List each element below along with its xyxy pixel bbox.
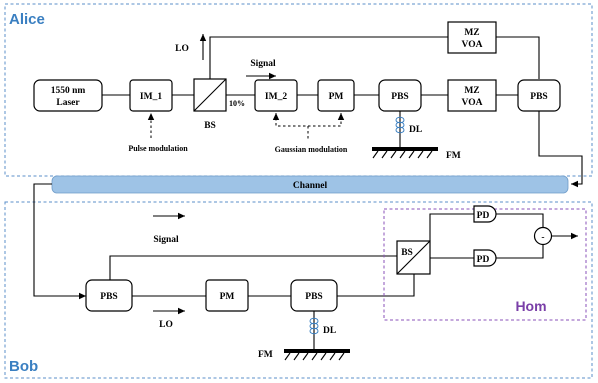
im1-label: IM_1 [140, 92, 162, 102]
bs-ratio-label: 10% [229, 99, 245, 108]
bob-fm-label: FM [258, 350, 273, 360]
bob-pbs-left-box: PBS [85, 279, 133, 312]
bob-dl-label: DL [323, 326, 336, 336]
bob-bs [396, 240, 431, 275]
alice-fm-label: FM [446, 151, 461, 161]
alice-title: Alice [9, 11, 45, 28]
alice-coil-icon [395, 116, 405, 134]
bob-pbs-mid-label: PBS [305, 292, 322, 302]
alice-pm-label: PM [329, 92, 344, 102]
bob-bs-label: BS [401, 248, 413, 258]
bob-pm-box: PM [205, 279, 249, 312]
im1-box: IM_1 [129, 79, 173, 112]
alice-pbs1-label: PBS [391, 92, 408, 102]
pd-top-label: PD [477, 211, 490, 221]
bob-lo-path [337, 274, 415, 297]
subtractor: - [533, 226, 553, 246]
bob-pbs-mid-box: PBS [290, 279, 338, 312]
alice-lo-label: LO [175, 44, 189, 54]
alice-pm-box: PM [317, 79, 355, 112]
mz-bottom-line1: MZ [464, 86, 479, 96]
subtractor-sign: - [541, 233, 544, 243]
mz-bottom-line2: VOA [462, 98, 483, 108]
laser-box: 1550 nm Laser [33, 79, 103, 112]
gauss-mod-connector [275, 113, 342, 127]
mz-top-to-pbs2-path [496, 36, 540, 79]
mz-voa-bottom-box: MZ VOA [447, 79, 497, 112]
pd-top-detector: PD [473, 205, 497, 223]
alice-pbs1-box: PBS [378, 79, 422, 112]
pulse-mod-label: Pulse modulation [128, 144, 188, 153]
bob-region [4, 201, 593, 379]
hom-title: Hom [515, 298, 546, 314]
mz-voa-top-box: MZ VOA [447, 21, 497, 54]
channel-label: Channel [293, 181, 328, 191]
bob-title: Bob [9, 358, 38, 375]
alice-output-path [538, 111, 583, 188]
alice-signal-label: Signal [250, 59, 276, 69]
alice-pbs2-box: PBS [517, 79, 561, 112]
alice-dl-label: DL [409, 125, 422, 135]
pd-bottom-label: PD [477, 255, 490, 265]
laser-label-line2: Laser [56, 98, 80, 108]
bob-pm-label: PM [220, 292, 235, 302]
bob-signal-path [109, 255, 397, 280]
im2-box: IM_2 [254, 79, 298, 112]
mz-top-line2: VOA [462, 40, 483, 50]
bob-pbs-left-label: PBS [100, 292, 117, 302]
bob-input-path [33, 183, 86, 300]
bob-signal-label: Signal [153, 235, 179, 245]
gauss-mod-label: Gaussian modulation [275, 145, 348, 154]
bs-to-pd-top-path [429, 213, 474, 241]
laser-label-line1: 1550 nm [51, 86, 86, 96]
pd-bottom-detector: PD [473, 249, 497, 267]
bob-fm-mirror-icon [284, 349, 350, 361]
bob-lo-label: LO [159, 320, 173, 330]
lo-upper-path [209, 36, 448, 79]
alice-fm-mirror-icon [372, 147, 438, 159]
bob-coil-icon [309, 317, 319, 335]
mz-top-line1: MZ [464, 28, 479, 38]
alice-pbs2-label: PBS [530, 92, 547, 102]
alice-bs-label: BS [204, 121, 216, 131]
pd-top-to-sub-path [495, 213, 544, 228]
alice-bs [193, 78, 227, 112]
im2-label: IM_2 [265, 92, 287, 102]
pd-bottom-to-sub-path [495, 244, 544, 259]
